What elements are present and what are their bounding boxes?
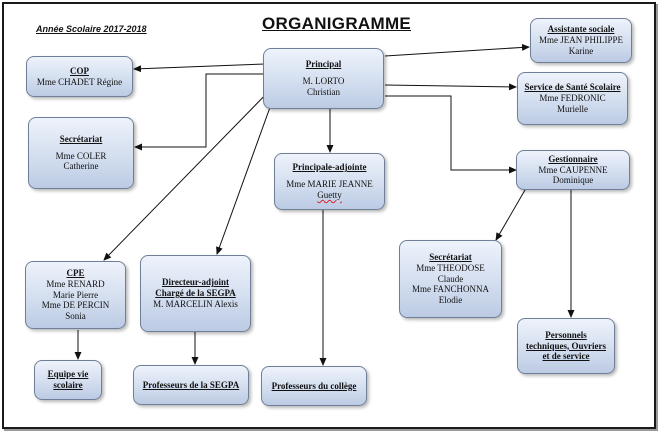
personnels-techniques-box[interactable]: Personnels techniques, Ouvriers et de se… (517, 318, 615, 374)
cpe-name-3: Mme DE PERCIN (41, 300, 110, 311)
secretariat-left-box[interactable]: Secrétariat Mme COLER Catherine (28, 117, 134, 189)
gestionnaire-name-2: Dominique (552, 175, 594, 186)
cpe-name-4: Sonia (65, 311, 86, 322)
principal-names: M. LORTO Christian (303, 76, 345, 98)
secretariat-right-name-3: Mme FANCHONNA (411, 284, 490, 295)
principal-name-1: M. LORTO (302, 76, 345, 87)
cpe-box[interactable]: CPE Mme RENARD Marie Pierre Mme DE PERCI… (25, 261, 126, 329)
principale-adjointe-names: Mme MARIE JEANNE Guetty (286, 179, 373, 201)
assistante-sociale-role: Assistante sociale (547, 24, 615, 35)
professeurs-college-role: Professeurs du collège (271, 380, 357, 391)
secretariat-right-names: Mme THEODOSE Claude Mme FANCHONNA Elodie (412, 263, 489, 306)
principal-role: Principal (305, 59, 342, 70)
connector-gestionnaire-secretariat (495, 189, 526, 241)
secretariat-right-role: Secrétariat (429, 252, 472, 262)
gestionnaire-names: Mme CAUPENNE Dominique (538, 165, 607, 187)
directeur-adjoint-box[interactable]: Directeur-adjoint Chargé de la SEGPA M. … (140, 255, 251, 332)
secretariat-right-name-4: Elodie (438, 295, 463, 306)
cpe-role: CPE (66, 268, 85, 278)
gestionnaire-box[interactable]: Gestionnaire Mme CAUPENNE Dominique (516, 150, 630, 190)
principale-adjointe-box[interactable]: Principale-adjointe Mme MARIE JEANNE Gue… (274, 153, 385, 210)
cpe-name-1: Mme RENARD (46, 278, 105, 289)
service-sante-box[interactable]: Service de Santé Scolaire Mme FEDRONIC M… (517, 72, 628, 125)
service-sante-name-1: Mme FEDRONIC (539, 93, 606, 104)
service-sante-name-2: Murielle (556, 103, 588, 114)
connector-principal-directeur (216, 87, 278, 255)
assistante-sociale-names: Mme JEAN PHILIPPE Karine (539, 35, 623, 57)
principal-box[interactable]: Principal M. LORTO Christian (263, 48, 384, 109)
cpe-name-2: Marie Pierre (52, 289, 99, 300)
gestionnaire-role: Gestionnaire (548, 153, 598, 164)
connector-principal-assistante (384, 43, 530, 57)
service-sante-names: Mme FEDRONIC Murielle (539, 93, 605, 115)
connector-principal-secretariat (134, 73, 272, 151)
service-sante-role: Service de Santé Scolaire (524, 82, 621, 93)
equipe-vie-scolaire-role: Equipe vie scolaire (47, 369, 89, 390)
connector-principal-cop (133, 63, 266, 73)
assistante-sociale-name-2: Karine (568, 45, 594, 56)
secretariat-right-name-1: Mme THEODOSE (416, 262, 485, 273)
cop-role: COP (70, 65, 89, 76)
page-title: ORGANIGRAMME (262, 14, 412, 33)
secretariat-right-box[interactable]: Secrétariat Mme THEODOSE Claude Mme FANC… (399, 240, 502, 318)
professeurs-segpa-role: Professeurs de la SEGPA (142, 379, 240, 390)
secretariat-right-name-2: Claude (437, 273, 464, 284)
professeurs-college-box[interactable]: Professeurs du collège (261, 366, 367, 406)
equipe-vie-scolaire-box[interactable]: Equipe vie scolaire (34, 360, 102, 400)
cpe-names: Mme RENARD Marie Pierre Mme DE PERCIN So… (42, 279, 110, 322)
connector-principal-cpe (103, 83, 277, 261)
gestionnaire-name-1: Mme CAUPENNE (538, 164, 608, 175)
cop-box[interactable]: COP Mme CHADET Régine (26, 56, 133, 97)
cop-names: Mme CHADET Régine (37, 77, 122, 88)
principale-adjointe-role: Principale-adjointe (292, 162, 367, 173)
cop-name-1: Mme CHADET Régine (36, 76, 123, 87)
principale-adjointe-name-1: Mme MARIE JEANNE (286, 179, 373, 190)
directeur-adjoint-name-1: M. MARCELIN Alexis (153, 298, 238, 309)
secretariat-left-role: Secrétariat (59, 133, 103, 144)
personnels-techniques-role: Personnels techniques, Ouvriers et de se… (526, 329, 606, 362)
principale-adjointe-name-2: Guetty (317, 189, 342, 200)
connector-principal-gestionnaire (385, 95, 517, 174)
professeurs-segpa-box[interactable]: Professeurs de la SEGPA (133, 365, 249, 405)
connector-principal-sante (384, 83, 517, 91)
assistante-sociale-box[interactable]: Assistante sociale Mme JEAN PHILIPPE Kar… (530, 18, 632, 63)
school-year-label: Année Scolaire 2017-2018 (36, 24, 147, 34)
secretariat-left-names: Mme COLER Catherine (56, 151, 107, 173)
secretariat-left-name-1: Mme COLER (55, 150, 107, 161)
secretariat-left-name-2: Catherine (63, 161, 99, 172)
assistante-sociale-name-1: Mme JEAN PHILIPPE (538, 35, 623, 46)
directeur-adjoint-names: M. MARCELIN Alexis (153, 299, 238, 310)
directeur-adjoint-role: Directeur-adjoint Chargé de la SEGPA (155, 277, 236, 299)
principal-name-2: Christian (306, 86, 340, 97)
